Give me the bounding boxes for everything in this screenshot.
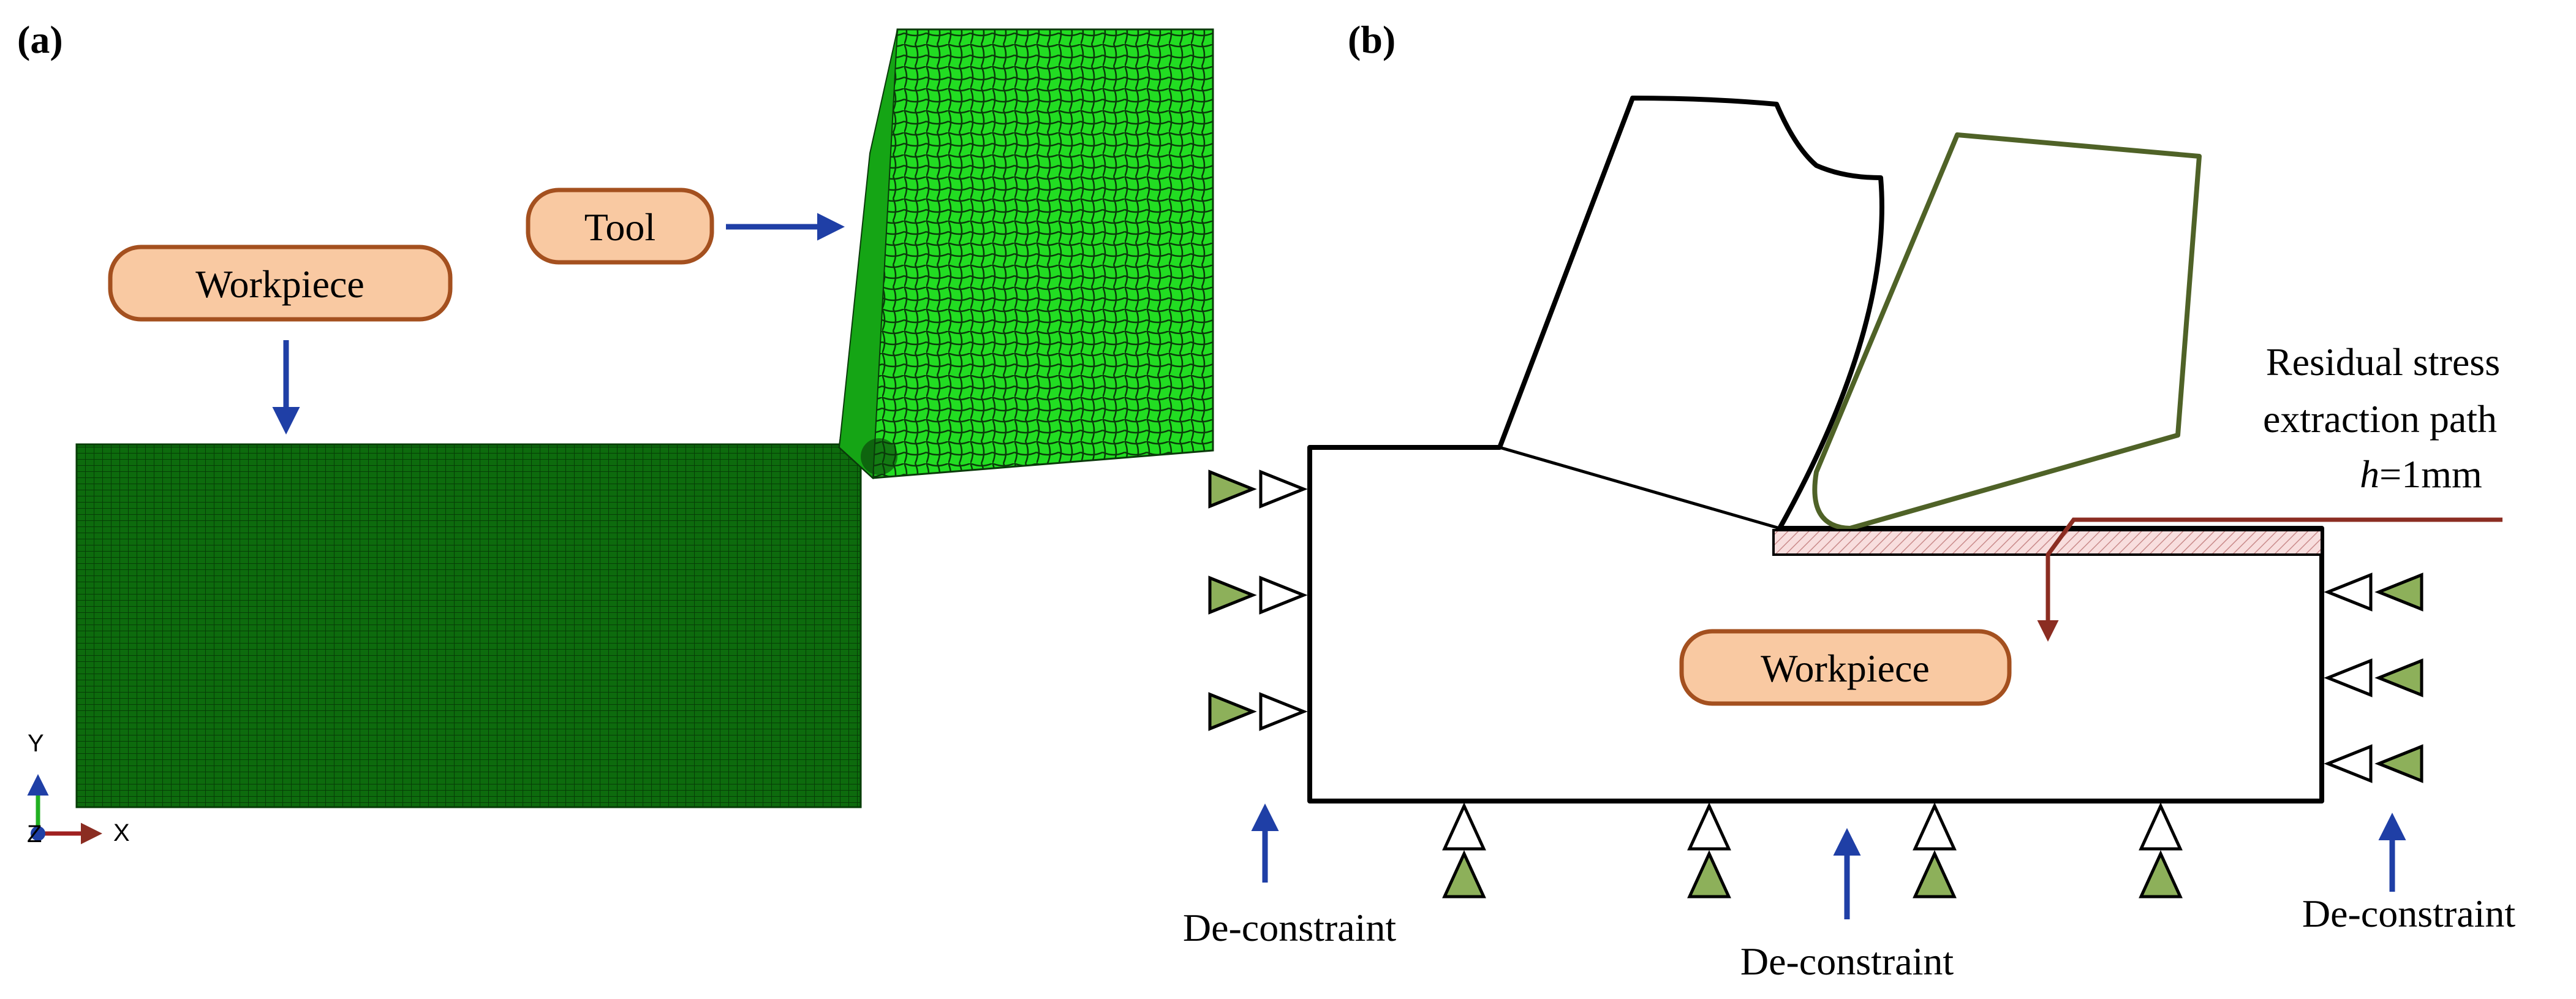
- right-constraints: [2324, 572, 2423, 783]
- deconstraint-left-label: De-constraint: [1183, 906, 1397, 949]
- workpiece-callout: Workpiece: [108, 245, 453, 322]
- workpiece-callout-b: Workpiece: [1679, 629, 2012, 706]
- bottom-constraint: [2139, 802, 2183, 898]
- workpiece-pill-b: [1679, 629, 2012, 706]
- depth-annotation: h=1mm: [2360, 452, 2482, 496]
- left-constraint: [1208, 469, 1308, 509]
- tool-mesh-side-face: [838, 29, 898, 480]
- panel-b: (b) Residual stress extraction path h=1m…: [1183, 18, 2516, 983]
- x-axis-label: X: [113, 819, 130, 846]
- workpiece-mesh: [75, 443, 862, 808]
- tool-tip-mesh-refinement: [861, 438, 897, 475]
- left-constraint: [1208, 692, 1308, 731]
- extraction-path-band: [1772, 529, 2323, 556]
- workpiece-body: [1307, 96, 2324, 803]
- tool-callout: Tool: [526, 188, 714, 265]
- bottom-constraint: [1687, 802, 1731, 898]
- panel-a: (a) Workpiece Tool Y X Z: [17, 18, 1214, 848]
- right-constraint: [2324, 658, 2423, 697]
- panel-b-label: (b): [1348, 18, 1396, 61]
- axis-triad: Y X Z: [27, 730, 130, 848]
- right-constraint: [2324, 572, 2423, 612]
- left-constraint: [1208, 575, 1308, 615]
- bottom-constraints: [1442, 802, 2183, 898]
- depth-value: =1mm: [2379, 452, 2482, 496]
- workpiece-pill: [108, 245, 453, 322]
- bottom-constraint: [1442, 802, 1486, 898]
- depth-variable: h: [2360, 452, 2379, 496]
- z-axis-dot: [31, 826, 45, 841]
- right-constraint: [2324, 744, 2423, 783]
- z-axis-label: Z: [27, 821, 42, 848]
- deconstraint-bottom-label: De-constraint: [1740, 940, 1954, 983]
- left-constraints: [1208, 469, 1308, 731]
- y-axis-label: Y: [28, 730, 44, 757]
- workpiece-pill-label-b: Workpiece: [1761, 647, 1930, 690]
- path-label-line2: extraction path: [2263, 397, 2497, 441]
- panel-a-label: (a): [17, 18, 63, 61]
- tool-pill: [526, 188, 714, 265]
- extraction-path-leader: [2037, 517, 2502, 642]
- tool-pill-label: Tool: [584, 205, 655, 249]
- tool-outline: [1812, 132, 2202, 531]
- bottom-constraint: [1913, 802, 1957, 898]
- path-label-line1: Residual stress: [2266, 340, 2500, 384]
- shear-plane-line: [1499, 446, 1780, 530]
- workpiece-pill-label: Workpiece: [195, 262, 364, 306]
- tool-mesh: [838, 28, 1214, 479]
- deconstraint-right-label: De-constraint: [2302, 892, 2516, 935]
